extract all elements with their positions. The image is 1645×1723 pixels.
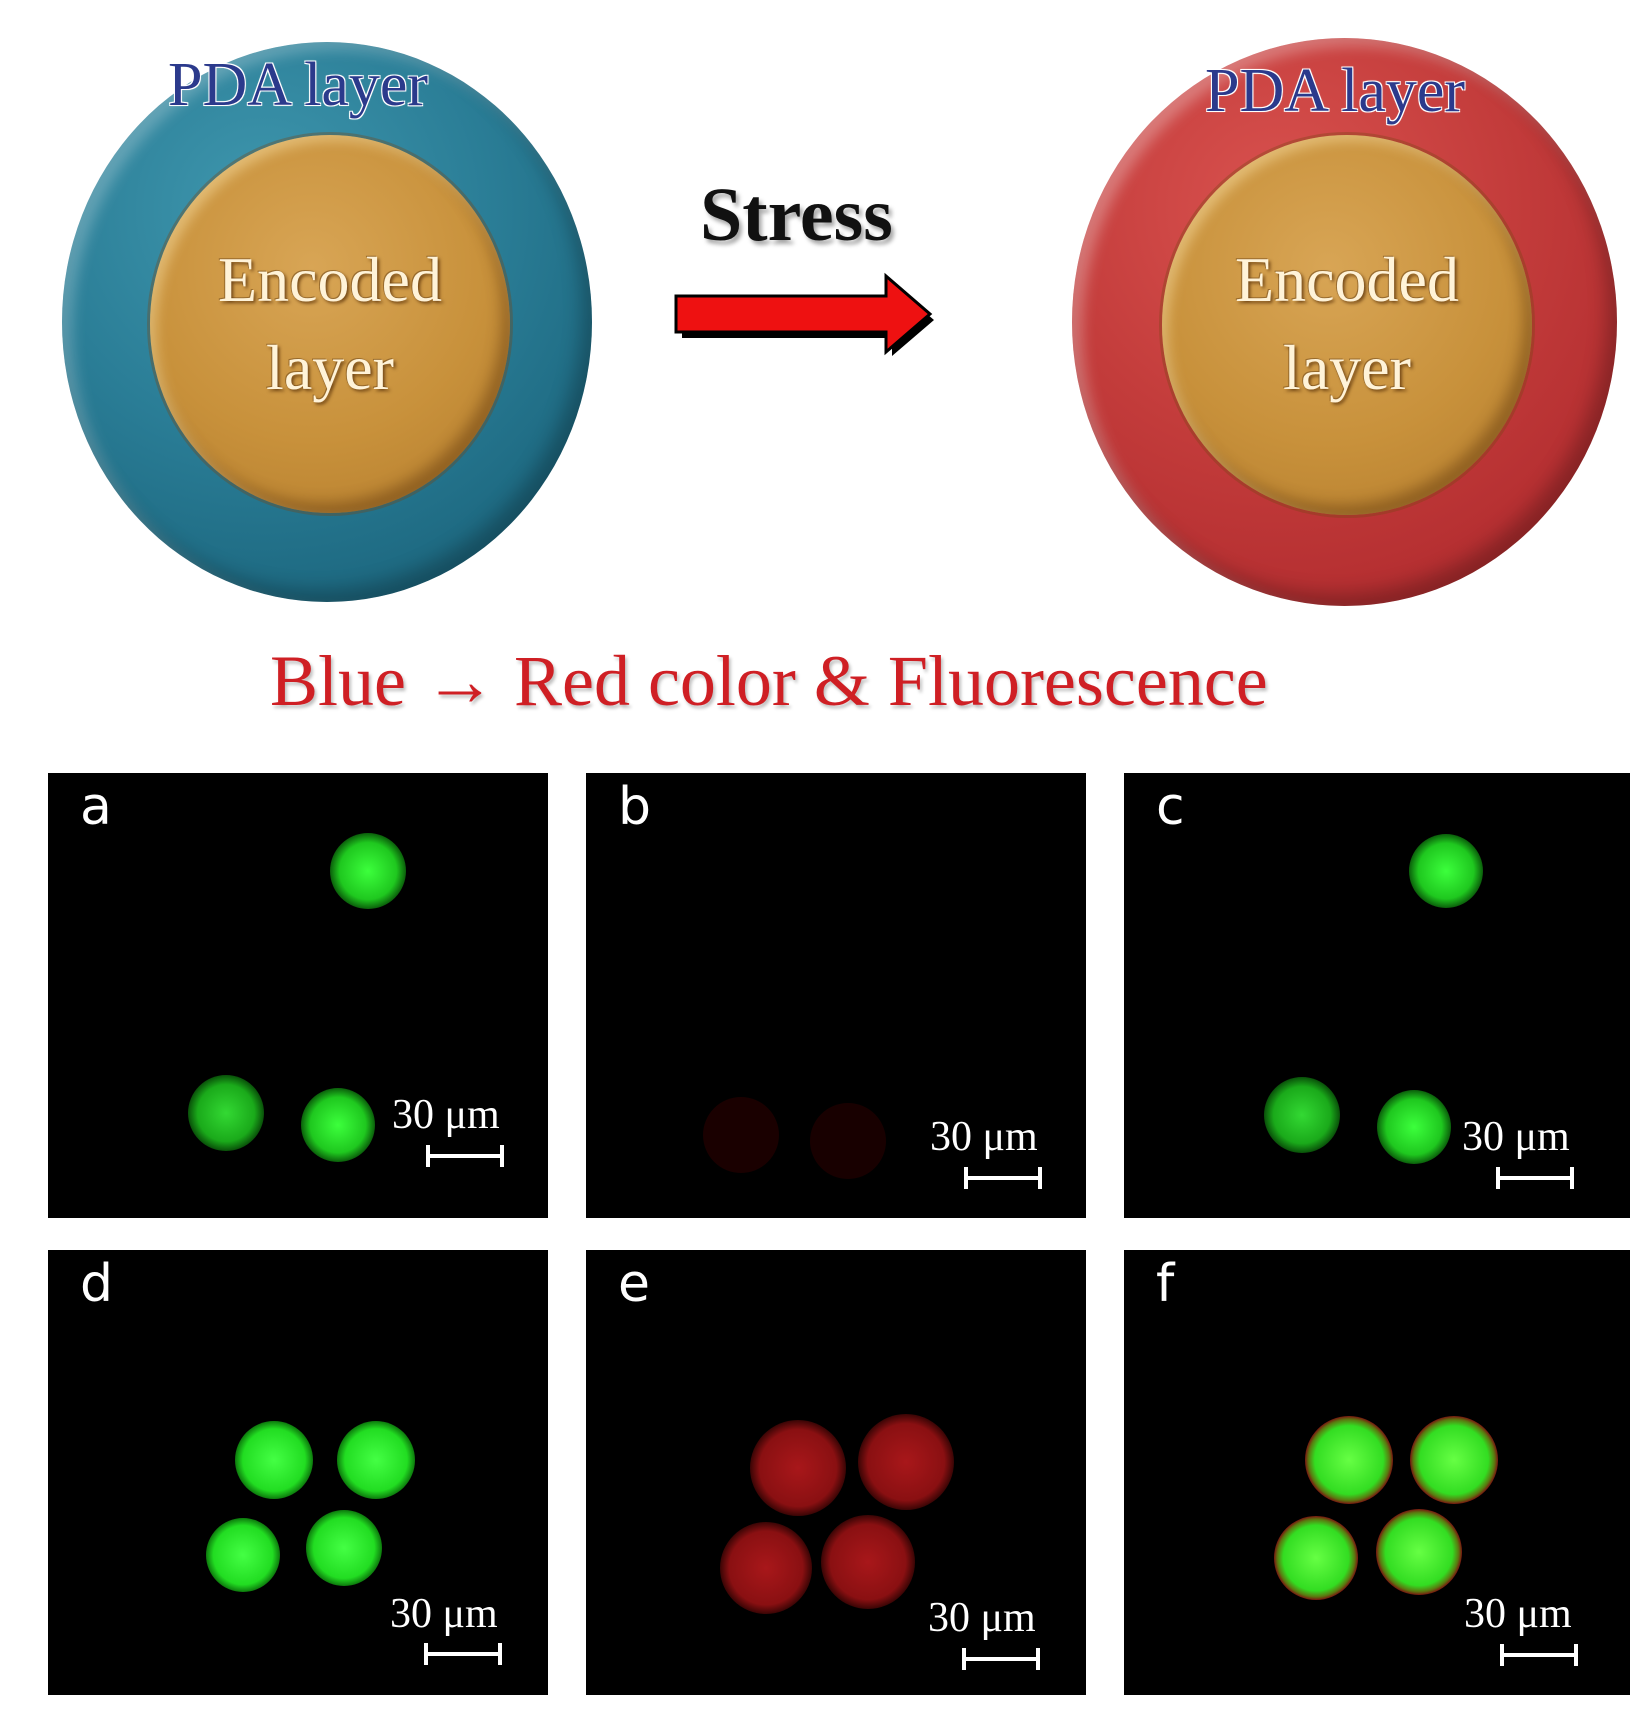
pda-layer-label-left: PDA layer [168,51,429,119]
encoded-layer-label-right: Encoded layer [1162,236,1532,412]
encoded-layer-line1-left: Encoded [218,244,442,315]
scale-bar-a [426,1145,504,1167]
bead [306,1510,382,1586]
micrograph-panel-e: e 30 μm [586,1250,1086,1695]
bead-image-e [720,1414,954,1614]
bead-image-b [703,1097,886,1179]
bead [1264,1077,1340,1153]
bead [235,1421,313,1499]
color-change-caption: Blue → Red color & Fluorescence [270,641,1268,721]
bead [1410,1416,1498,1504]
encoded-core-right [1162,135,1532,515]
bead-image-d [206,1421,415,1592]
micrograph-panel-b: b 30 μm [586,773,1086,1218]
scale-bar-label-e: 30 μm [928,1595,1036,1641]
bead-image-a [188,833,406,1162]
bead [337,1421,415,1499]
scale-bar-label-d: 30 μm [390,1591,498,1637]
encoded-layer-line2-left: layer [266,332,394,403]
panel-label-e: e [618,1254,650,1314]
panel-label-a: a [80,777,112,837]
bead [1377,1090,1451,1164]
panel-label-f: f [1156,1254,1175,1314]
micrograph-panel-c: c 30 μm [1124,773,1630,1218]
encoded-layer-line1-right: Encoded [1235,244,1459,315]
scale-bar-e [962,1648,1040,1670]
bead [750,1420,846,1516]
micrograph-panel-f: f 30 μm [1124,1250,1630,1695]
encoded-layer-label-left: Encoded layer [150,236,510,412]
scale-bar-label-f: 30 μm [1464,1591,1572,1637]
scale-bar-label-b: 30 μm [930,1114,1038,1160]
panel-label-d: d [80,1254,114,1314]
bead-image-c [1264,834,1483,1164]
encoded-core-left [150,135,510,513]
panel-label-c: c [1156,777,1185,837]
bead [1305,1416,1393,1504]
bead [720,1522,812,1614]
bead [703,1097,779,1173]
bead [858,1414,954,1510]
scale-bar-f [1500,1644,1578,1666]
scale-bar-c [1496,1167,1574,1189]
bead [1376,1509,1462,1595]
micrograph-panel-d: d 30 μm [48,1250,548,1695]
pda-layer-label-right: PDA layer [1205,57,1466,125]
scale-bar-b [964,1167,1042,1189]
micrograph-panel-a: a 30 μm [48,773,548,1218]
bead [821,1515,915,1609]
bead [330,833,406,909]
panel-label-b: b [618,777,652,837]
stress-label: Stress [700,173,893,257]
bead [1409,834,1483,908]
scale-bar-d [424,1643,502,1665]
scale-bar-label-a: 30 μm [392,1092,500,1138]
stress-arrow-icon [674,272,934,356]
bead [1274,1516,1358,1600]
bead-image-f [1274,1416,1498,1600]
bead [188,1075,264,1151]
bead [810,1103,886,1179]
bead [206,1518,280,1592]
bead [301,1088,375,1162]
scale-bar-label-c: 30 μm [1462,1114,1570,1160]
encoded-layer-line2-right: layer [1283,332,1411,403]
